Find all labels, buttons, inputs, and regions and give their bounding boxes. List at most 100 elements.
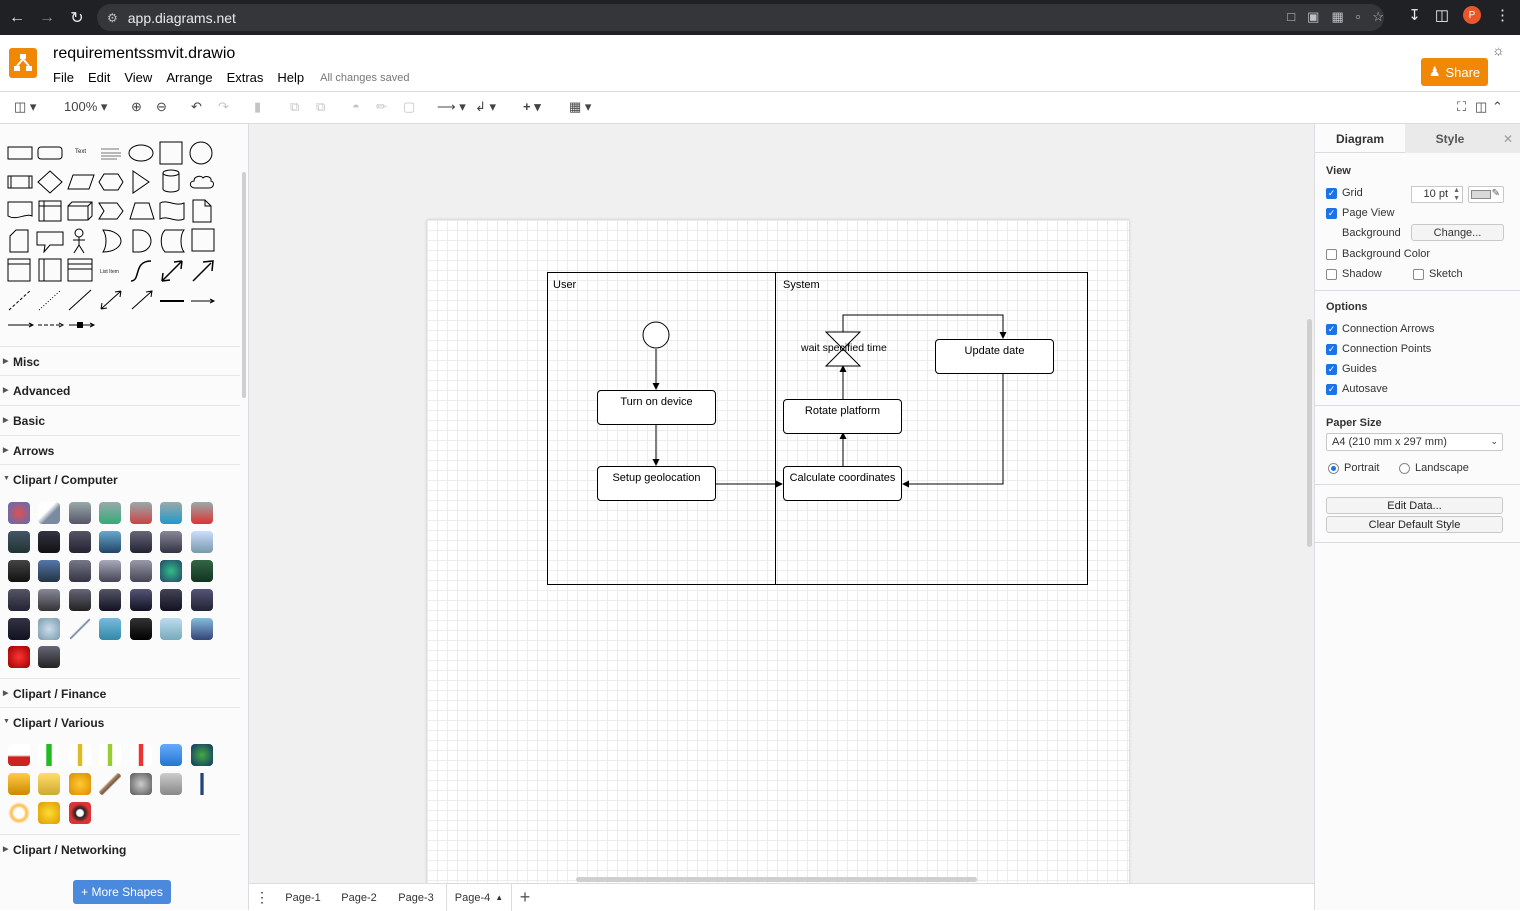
edge-wait-to-update[interactable] <box>842 314 1007 339</box>
to-back-icon[interactable]: ⧉ <box>316 99 326 114</box>
process-shape[interactable] <box>7 175 33 189</box>
parallelogram-shape[interactable] <box>67 174 95 190</box>
trapezoid-shape[interactable] <box>129 202 155 220</box>
clear-default-style-button[interactable]: Clear Default Style <box>1326 516 1503 533</box>
menu-extras[interactable]: Extras <box>226 70 264 85</box>
monitor-icon[interactable] <box>8 531 30 553</box>
lane-user-label[interactable]: User <box>553 279 577 291</box>
tablet-icon[interactable] <box>99 531 121 553</box>
wait-time-label[interactable]: wait specified time <box>801 342 887 354</box>
dotted-line-shape[interactable] <box>37 288 63 312</box>
note-shape[interactable] <box>192 199 212 223</box>
cylinder-shape[interactable] <box>161 168 181 194</box>
shadow-option[interactable]: Shadow <box>1326 268 1382 280</box>
theme-toggle-icon[interactable]: ☼ <box>1492 42 1505 58</box>
desktop-icon[interactable] <box>69 531 91 553</box>
tab-page-4[interactable]: Page-4▲ <box>446 884 512 911</box>
hexagon-shape[interactable] <box>98 173 124 191</box>
bookmark-star-icon[interactable]: ☆ <box>1372 9 1384 24</box>
undo-icon[interactable]: ↶ <box>191 99 202 114</box>
battery-low-icon[interactable] <box>130 744 152 766</box>
pages-menu-icon[interactable]: ⋮ <box>255 889 269 905</box>
ups-icon[interactable] <box>8 618 30 640</box>
node-rotate-platform[interactable]: Rotate platform <box>783 399 902 434</box>
padlock-icon[interactable] <box>130 773 152 795</box>
mainframe-icon[interactable] <box>191 589 213 611</box>
translate-icon[interactable]: ▦ <box>1331 9 1344 24</box>
share-button[interactable]: ♟ Share <box>1421 58 1488 86</box>
connection-points-option[interactable]: ✓Connection Points <box>1326 343 1431 355</box>
heading-shape[interactable] <box>99 146 123 160</box>
edge-arrow-shape[interactable] <box>7 322 35 328</box>
section-clipart-finance[interactable]: ▶Clipart / Finance <box>0 678 240 707</box>
guides-checkbox[interactable]: ✓ <box>1326 363 1337 375</box>
eyedropper-icon[interactable]: ✎ <box>1491 188 1500 199</box>
paper-size-select[interactable]: A4 (210 mm x 297 mm)⌄ <box>1326 433 1503 451</box>
grid-size-input[interactable]: 10 pt▲▼ <box>1411 186 1463 203</box>
circle-shape[interactable] <box>189 141 213 165</box>
rectangle-shape[interactable] <box>7 146 33 160</box>
waypoints-icon[interactable]: ↲ ▾ <box>475 99 497 114</box>
line-color-icon[interactable]: ✏ <box>376 99 387 114</box>
document-title[interactable]: requirementssmvit.drawio <box>53 45 236 62</box>
horizontal-scrollbar[interactable] <box>576 877 977 882</box>
laptop-open-icon[interactable] <box>191 531 213 553</box>
delay-shape[interactable] <box>131 229 153 253</box>
connection-arrows-option[interactable]: ✓Connection Arrows <box>1326 323 1434 335</box>
data-storage-shape[interactable] <box>159 229 185 253</box>
vertical-scrollbar[interactable] <box>1307 319 1312 547</box>
handshake-icon[interactable] <box>160 773 182 795</box>
share-page-icon[interactable]: ▫ <box>1355 9 1361 24</box>
notebook-icon[interactable] <box>130 560 152 582</box>
sidebar-scrollbar[interactable] <box>242 172 246 398</box>
tape-shape[interactable] <box>159 200 185 222</box>
close-panel-icon[interactable]: ✕ <box>1495 124 1520 153</box>
autosave-option[interactable]: ✓Autosave <box>1326 383 1388 395</box>
lcd-monitor-icon[interactable] <box>38 560 60 582</box>
globe-computer-icon[interactable] <box>160 560 182 582</box>
edge-update-to-calc[interactable] <box>902 374 1004 488</box>
lane-system-label[interactable]: System <box>783 279 820 291</box>
laptop-icon[interactable] <box>38 531 60 553</box>
install-app-icon[interactable]: ▣ <box>1307 9 1320 24</box>
pc-icon[interactable] <box>99 560 121 582</box>
insert-icon[interactable]: + ▾ <box>523 99 541 114</box>
database-error-icon[interactable] <box>191 502 213 524</box>
menu-file[interactable]: File <box>53 70 74 85</box>
tie-icon[interactable] <box>191 773 213 795</box>
swimlane-pool[interactable] <box>547 272 1088 585</box>
cube-box-icon[interactable] <box>160 618 182 640</box>
diagram-page[interactable]: User System Turn on device Setup geoloca… <box>427 220 1129 883</box>
gear-icon[interactable] <box>69 773 91 795</box>
section-clipart-various[interactable]: ▼Clipart / Various <box>0 707 240 736</box>
connection-arrows-checkbox[interactable]: ✓ <box>1326 323 1337 335</box>
diamond-shape[interactable] <box>37 170 63 194</box>
square-shape[interactable] <box>159 141 183 165</box>
tab-diagram[interactable]: Diagram <box>1335 131 1385 146</box>
bluetooth-icon[interactable] <box>160 744 182 766</box>
dashed-edge-shape[interactable] <box>37 322 65 328</box>
section-clipart-networking[interactable]: ▶Clipart / Networking <box>0 834 240 863</box>
node-calculate-coordinates[interactable]: Calculate coordinates <box>783 466 902 501</box>
menu-edit[interactable]: Edit <box>87 70 111 85</box>
earth-icon[interactable] <box>191 744 213 766</box>
panel-toggle-icon[interactable]: ◫ <box>1475 99 1488 114</box>
node-update-date[interactable]: Update date <box>935 339 1054 374</box>
container-shape[interactable] <box>191 228 215 254</box>
bidirectional-connector-shape[interactable] <box>98 288 124 312</box>
initial-node[interactable] <box>642 321 670 349</box>
change-background-button[interactable]: Change... <box>1411 224 1504 241</box>
stepper-icon[interactable]: ▲▼ <box>1453 187 1460 202</box>
sun-icon[interactable] <box>8 802 30 824</box>
battery-half-icon[interactable] <box>69 744 91 766</box>
tab-page-1[interactable]: Page-1 <box>285 891 321 904</box>
server-group-icon[interactable] <box>191 560 213 582</box>
card-shape[interactable] <box>9 229 29 253</box>
edit-data-button[interactable]: Edit Data... <box>1326 497 1503 514</box>
profile-avatar[interactable]: P <box>1463 6 1481 24</box>
node-setup-geolocation[interactable]: Setup geolocation <box>597 466 716 501</box>
netbook-icon[interactable] <box>160 531 182 553</box>
database-remove-icon[interactable] <box>130 502 152 524</box>
link-arrow-shape[interactable] <box>190 298 216 304</box>
triangle-shape[interactable] <box>131 170 151 194</box>
